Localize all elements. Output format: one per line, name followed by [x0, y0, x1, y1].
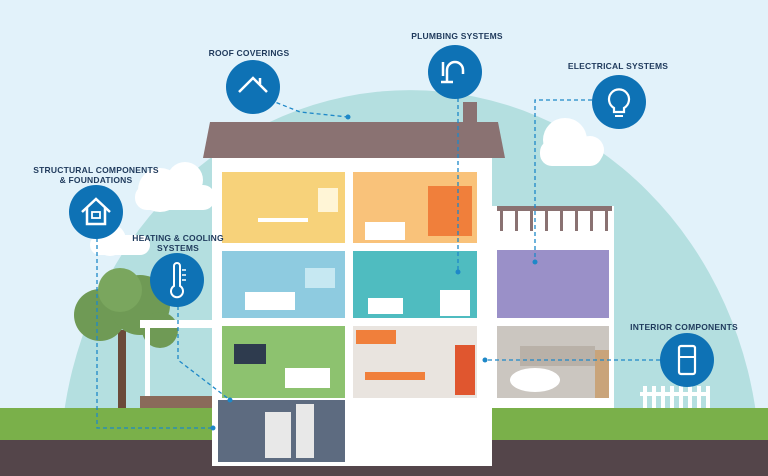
refrigerator-icon — [660, 333, 714, 387]
label-structural: STRUCTURAL COMPONENTS & FOUNDATIONS — [33, 165, 158, 185]
label-heating-cooling: HEATING & COOLING SYSTEMS — [132, 233, 224, 253]
cloud — [90, 118, 604, 256]
leader-dots — [210, 114, 538, 431]
faucet-icon — [428, 45, 482, 99]
lightbulb-icon — [592, 75, 646, 129]
label-interior-components: INTERIOR COMPONENTS — [630, 322, 738, 332]
thermometer-icon — [150, 253, 204, 307]
rooms — [218, 172, 477, 462]
house-icon — [69, 185, 123, 239]
label-roof-coverings: ROOF COVERINGS — [208, 48, 290, 58]
label-heating-line1: HEATING & COOLING — [132, 233, 224, 243]
label-structural-line1: STRUCTURAL COMPONENTS — [33, 165, 159, 175]
chimney — [463, 102, 477, 124]
label-structural-line2: & FOUNDATIONS — [59, 175, 133, 185]
roof-icon — [226, 60, 280, 114]
roof — [203, 122, 505, 158]
label-plumbing-systems: PLUMBING SYSTEMS — [411, 31, 503, 41]
label-electrical-systems: ELECTRICAL SYSTEMS — [567, 61, 669, 71]
house-extension — [492, 206, 614, 408]
fence — [640, 386, 710, 408]
leader-lines — [96, 98, 660, 429]
label-heating-line2: SYSTEMS — [156, 243, 200, 253]
